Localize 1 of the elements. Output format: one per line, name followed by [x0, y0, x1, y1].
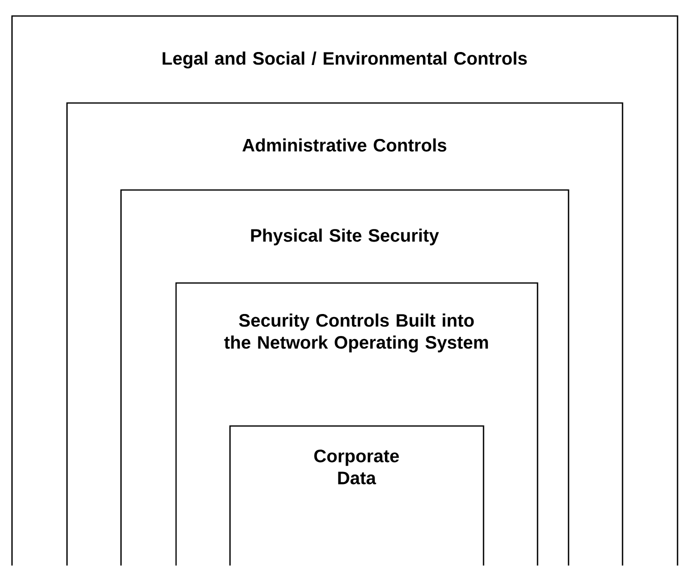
nested-box: Corporate Data: [229, 425, 484, 566]
